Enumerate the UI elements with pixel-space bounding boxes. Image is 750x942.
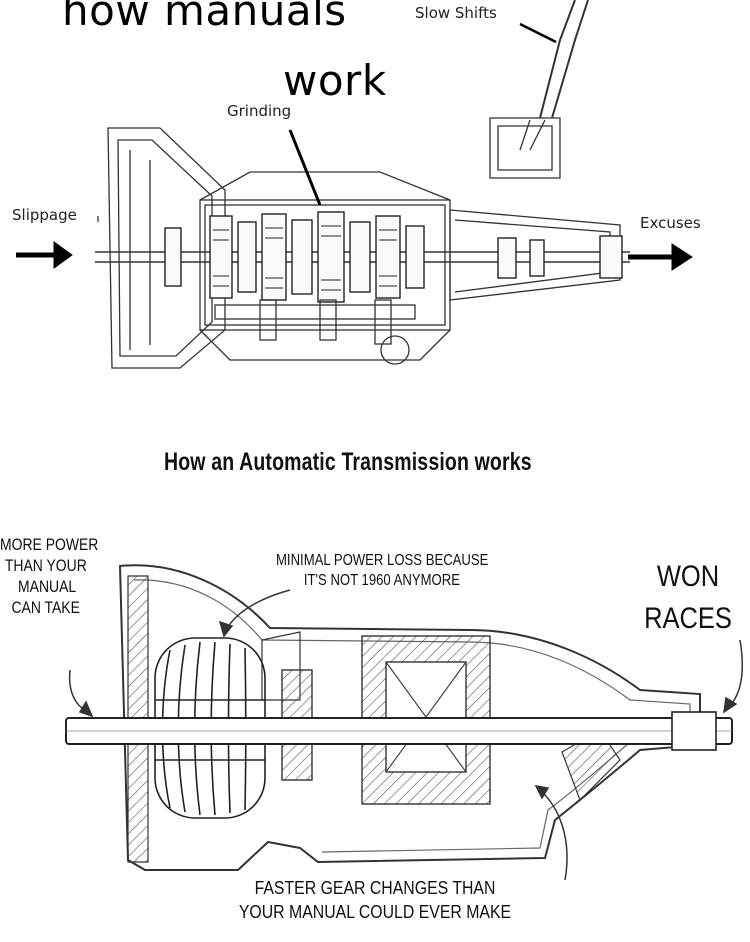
label-more-power-line3: MANUAL	[18, 577, 77, 596]
label-faster-gears-line2: YOUR MANUAL COULD EVER MAKE	[238, 902, 512, 922]
label-won-races: WON RACES	[637, 556, 739, 640]
label-slow-shifts: Slow Shifts	[415, 4, 497, 22]
label-slippage: Slippage	[12, 206, 77, 224]
manual-tail-housing	[449, 209, 621, 301]
manual-arrows	[16, 22, 693, 271]
label-more-power-line4: CAN TAKE	[11, 598, 80, 617]
label-minimal-loss-line1: MINIMAL POWER LOSS BECAUSE	[276, 552, 489, 569]
manual-title-line1: how manuals	[62, 0, 347, 35]
label-more-power-line2: THAN YOUR	[4, 556, 87, 575]
label-more-power-line1: MORE POWER	[0, 535, 99, 554]
automatic-title: How an Automatic Transmission works	[164, 448, 532, 476]
manual-countershaft	[214, 299, 416, 365]
label-won-races-line1: WON	[656, 560, 720, 593]
label-more-power: MORE POWER THAN YOUR MANUAL CAN TAKE	[0, 534, 98, 618]
label-faster-gears-line1: FASTER GEAR CHANGES THAN	[254, 878, 496, 898]
label-grinding: Grinding	[227, 102, 292, 120]
label-excuses: Excuses	[640, 214, 701, 232]
label-faster-gears: FASTER GEAR CHANGES THAN YOUR MANUAL COU…	[203, 876, 546, 924]
label-minimal-loss-line2: IT'S NOT 1960 ANYMORE	[303, 572, 460, 589]
manual-shift-tower	[489, 117, 561, 179]
label-won-races-line2: RACES	[644, 602, 732, 635]
label-minimal-loss: MINIMAL POWER LOSS BECAUSE IT'S NOT 1960…	[276, 551, 488, 591]
output-flange	[671, 711, 717, 751]
manual-gear-teeth	[213, 225, 397, 291]
manual-transmission-drawing	[16, 0, 693, 369]
automatic-arrows	[68, 589, 743, 881]
manual-title-line2: work	[283, 56, 387, 105]
